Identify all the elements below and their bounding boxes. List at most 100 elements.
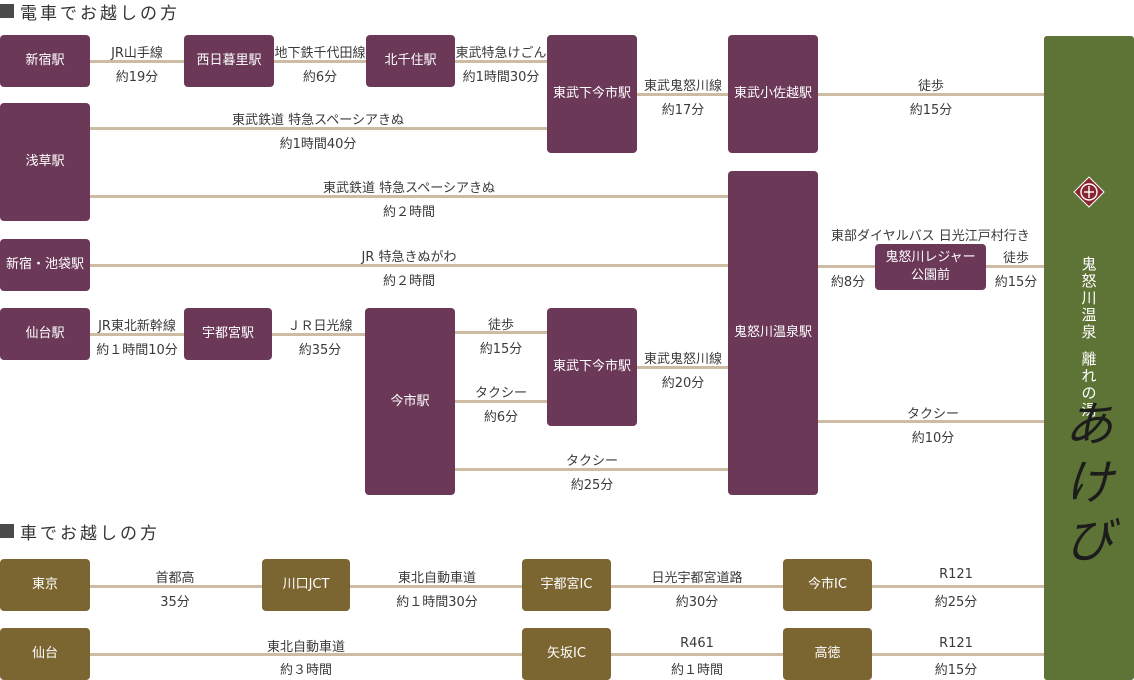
car-heading-text: 車でお越しの方	[20, 523, 160, 544]
connector-line	[348, 585, 524, 588]
connector-line	[816, 93, 1046, 96]
name-char: の	[1081, 384, 1097, 402]
node-label: 矢坂IC	[547, 646, 586, 662]
name-char: 温	[1081, 306, 1097, 324]
connector-line	[88, 585, 264, 588]
node-kawaguchi-jct: 川口JCT	[262, 559, 350, 611]
route-time-label: 約２時間	[382, 274, 436, 289]
station-label: 新宿・池袋駅	[5, 257, 84, 273]
node-utsunomiya-ic: 宇都宮IC	[522, 559, 611, 611]
road-label: R121	[939, 567, 973, 582]
name-char: 鬼	[1081, 255, 1097, 273]
station-label: 東武下今市駅	[552, 86, 631, 102]
route-time-label: 約25分	[570, 478, 614, 493]
road-label: 東北自動車道	[266, 640, 346, 655]
node-label: 東京	[31, 577, 58, 593]
route-time-label: 約15分	[994, 275, 1038, 290]
connector-line	[88, 264, 730, 267]
name-char: 川	[1081, 289, 1097, 307]
route-line-label: 東武特急けごん	[455, 46, 547, 61]
connector-line	[453, 400, 549, 403]
road-time-label: 約25分	[934, 595, 978, 610]
station-sendai: 仙台駅	[0, 308, 90, 360]
train-section-heading: 電車でお越しの方	[0, 0, 180, 24]
road-label: R121	[939, 636, 973, 651]
route-line-label: 東武鉄道 特急スペーシアきぬ	[232, 113, 404, 128]
node-label: 高徳	[814, 646, 841, 662]
route-time-label: 約15分	[909, 103, 953, 118]
node-imaichi-ic: 今市IC	[783, 559, 872, 611]
route-line-label: JR 特急きぬがわ	[361, 250, 457, 265]
station-kinugawa-onsen: 鬼怒川温泉駅	[728, 171, 818, 495]
route-line-label: 東武鬼怒川線	[643, 352, 723, 367]
station-label: 東武下今市駅	[552, 359, 631, 375]
station-asakusa: 浅草駅	[0, 103, 90, 221]
connector-line	[984, 265, 1046, 268]
node-sendai: 仙台	[0, 628, 90, 680]
road-label: 日光宇都宮道路	[651, 571, 743, 586]
name-char: 泉	[1081, 323, 1097, 341]
route-time-label: 約35分	[298, 343, 342, 358]
station-label: 仙台駅	[25, 326, 65, 342]
connector-line	[635, 366, 730, 369]
ryokan-vertical-name: 鬼 怒 川 温 泉 離 れ の 湯	[1075, 256, 1103, 419]
station-nishinippori: 西日暮里駅	[184, 35, 274, 87]
destination-ryokan-panel: 鬼 怒 川 温 泉 離 れ の 湯 あ け び	[1044, 36, 1134, 680]
route-line-label: ＪＲ日光線	[287, 319, 353, 334]
route-time-label: 約１時間10分	[96, 343, 178, 358]
route-time-label: 約6分	[302, 70, 338, 85]
road-time-label: 約３時間	[279, 663, 333, 678]
road-time-label: 35分	[160, 595, 190, 610]
route-time-label: 約10分	[911, 431, 955, 446]
station-tobu-kosagoe: 東武小佐越駅	[728, 35, 818, 153]
route-line-label: 東武鬼怒川線	[643, 79, 723, 94]
route-line-label: 徒歩	[917, 79, 945, 94]
route-line-label: タクシー	[474, 386, 528, 401]
route-time-label: 約19分	[115, 70, 159, 85]
road-label: 首都高	[155, 571, 195, 586]
station-tobu-shimoimaichi-mid: 東武下今市駅	[547, 308, 637, 426]
connector-line	[88, 127, 549, 130]
route-time-label: 約17分	[661, 103, 705, 118]
node-tokyo: 東京	[0, 559, 90, 611]
station-label: 鬼怒川レジャー 公園前	[885, 250, 976, 283]
road-time-label: 約１時間30分	[396, 595, 478, 610]
logo-char: け	[1064, 455, 1113, 511]
node-label: 宇都宮IC	[540, 577, 593, 593]
name-char: 湯	[1081, 401, 1097, 419]
station-kinugawa-leisure: 鬼怒川レジャー 公園前	[875, 244, 986, 290]
connector-line	[453, 468, 730, 471]
node-label: 今市IC	[808, 577, 847, 593]
connector-line	[635, 93, 730, 96]
connector-line	[88, 60, 186, 63]
name-char: 離	[1081, 350, 1097, 368]
connector-line	[609, 653, 785, 656]
station-shinjuku: 新宿駅	[0, 35, 90, 87]
bus-route-label: 東部ダイヤルバス 日光江戸村行き	[831, 229, 1030, 244]
station-label: 鬼怒川温泉駅	[733, 325, 812, 341]
name-char: れ	[1081, 367, 1097, 385]
name-char: 怒	[1081, 272, 1097, 290]
route-line-label: タクシー	[565, 454, 619, 469]
station-label: 宇都宮駅	[201, 326, 254, 342]
station-utsunomiya: 宇都宮駅	[184, 308, 272, 360]
train-heading-text: 電車でお越しの方	[20, 3, 180, 24]
road-time-label: 約１時間	[670, 663, 724, 678]
connector-line	[453, 331, 549, 334]
station-label: 西日暮里駅	[196, 53, 262, 69]
connector-line	[870, 653, 1046, 656]
station-label: 北千住駅	[384, 53, 437, 69]
connector-line	[88, 653, 524, 656]
connector-line	[88, 195, 730, 198]
station-tobu-shimoimaichi-top: 東武下今市駅	[547, 35, 637, 153]
route-time-label: 約6分	[483, 410, 519, 425]
route-line-label: 東武鉄道 特急スペーシアきぬ	[323, 181, 495, 196]
station-label: 今市駅	[390, 393, 430, 409]
square-bullet-icon	[0, 4, 14, 18]
road-label: R461	[680, 636, 714, 651]
node-takatoku: 高徳	[783, 628, 872, 680]
node-label: 川口JCT	[282, 577, 330, 593]
station-label: 東武小佐越駅	[733, 86, 812, 102]
station-label: 浅草駅	[25, 154, 65, 170]
station-kitasenju: 北千住駅	[366, 35, 455, 87]
